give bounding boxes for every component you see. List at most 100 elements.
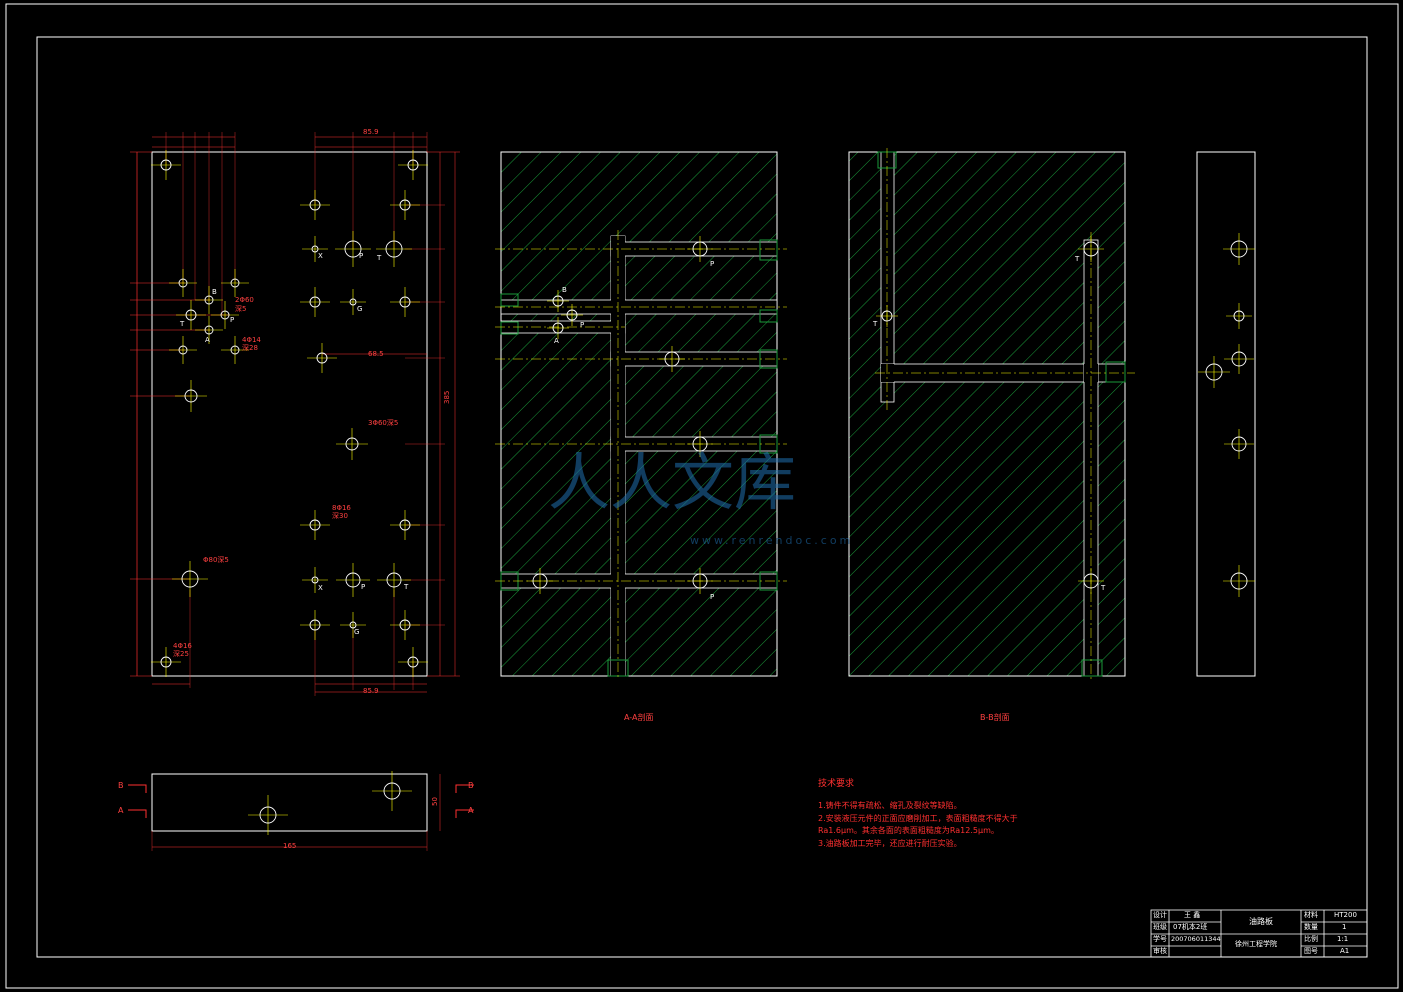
front-hole <box>160 159 172 171</box>
aa-port-p3: P <box>710 593 715 601</box>
aa-hole <box>532 573 548 589</box>
aa-port-a: A <box>554 337 559 345</box>
bottom-hole <box>383 782 401 800</box>
front-hole <box>178 278 188 288</box>
front-port-b: B <box>212 288 217 296</box>
callout-8phi16: 8Φ16 <box>332 504 351 512</box>
front-port-p1: P <box>230 316 235 324</box>
front-hole <box>309 296 321 308</box>
front-hole <box>345 437 359 451</box>
front-hole <box>349 621 357 629</box>
side-hole <box>1231 351 1247 367</box>
front-hole <box>407 159 419 171</box>
bottom-hole <box>259 806 277 824</box>
side-hole <box>1231 436 1247 452</box>
bb-hole <box>1083 573 1099 589</box>
section-bb <box>848 148 1135 680</box>
side-hole <box>1230 572 1248 590</box>
front-port-g1: G <box>357 305 363 313</box>
aa-hole <box>664 351 680 367</box>
front-port-t3: T <box>404 583 409 591</box>
front-port-t1: T <box>180 320 185 328</box>
bb-hole <box>1083 241 1099 257</box>
section-aa-title: A-A剖面 <box>624 713 654 722</box>
front-hole <box>230 345 240 355</box>
callout-2phi60: 2Φ60 <box>235 296 254 304</box>
front-port-t2: T <box>377 254 382 262</box>
callout-depth28: 深28 <box>242 344 258 352</box>
front-port-a: A <box>205 336 210 344</box>
bb-port-t1: T <box>1075 255 1080 263</box>
front-view <box>130 132 460 696</box>
side-view-holes <box>1198 233 1255 597</box>
front-hole <box>309 199 321 211</box>
tb-class-label: 班级 <box>1153 923 1167 931</box>
aa-hole <box>552 322 564 334</box>
tech-title: 技术要求 <box>818 779 855 789</box>
dim-right-bottom: 85.9 <box>363 687 379 695</box>
front-hole <box>316 352 328 364</box>
tb-sheet-value: A1 <box>1340 947 1350 955</box>
section-bb-holes <box>876 236 1104 594</box>
front-hole <box>386 572 402 588</box>
front-hole <box>185 309 197 321</box>
front-hole <box>311 576 319 584</box>
cut-marker-a-left: A <box>118 806 124 815</box>
tb-material-label: 材料 <box>1304 911 1318 919</box>
front-hole <box>178 345 188 355</box>
aa-hole <box>566 309 578 321</box>
tech-line-2: 2.安装液压元件的正面应磨削加工，表面粗糙度不得大于 <box>818 814 1018 823</box>
cut-marker-a-right: A <box>468 806 474 815</box>
tech-line-1: 1.铸件不得有疏松、缩孔及裂纹等缺陷。 <box>818 801 962 810</box>
front-port-x2: X <box>318 584 323 592</box>
front-hole <box>311 245 319 253</box>
callout-depth25: 深25 <box>173 650 189 658</box>
dim-bottom-height: 50 <box>431 797 439 806</box>
aa-hole <box>692 241 708 257</box>
bottom-view-holes <box>248 771 412 835</box>
tb-qty-label: 数量 <box>1304 923 1318 931</box>
section-aa <box>495 151 787 680</box>
front-hole <box>399 519 411 531</box>
front-hole <box>399 296 411 308</box>
tb-scale-label: 比例 <box>1304 935 1318 943</box>
aa-hole <box>552 295 564 307</box>
front-hole <box>407 656 419 668</box>
front-port-p3: P <box>361 583 366 591</box>
front-hole <box>220 310 230 320</box>
front-hole <box>399 619 411 631</box>
front-hole <box>230 278 240 288</box>
tb-id-label: 学号 <box>1153 935 1167 943</box>
tb-material-value: HT200 <box>1334 911 1357 919</box>
side-hole <box>1230 240 1248 258</box>
tech-line-3: Ra1.6μm。其余各面的表面粗糙度为Ra12.5μm。 <box>818 826 999 835</box>
front-port-p2: P <box>359 252 364 260</box>
tb-school: 徐州工程学院 <box>1235 940 1277 948</box>
tb-qty-value: 1 <box>1342 923 1347 931</box>
tech-line-4: 3.油路板加工完毕，还应进行耐压实验。 <box>818 839 962 848</box>
front-hole <box>204 325 214 335</box>
sheet-inner-border <box>36 36 1368 958</box>
front-hole <box>349 298 357 306</box>
section-bb-title: B-B剖面 <box>980 713 1010 722</box>
title-block <box>1150 909 1368 958</box>
watermark-url: www.renrendoc.com <box>690 534 854 547</box>
bb-hole <box>881 310 893 322</box>
front-hole <box>160 656 172 668</box>
tb-design-value: 王 鑫 <box>1184 911 1201 919</box>
aa-port-p2: P <box>580 321 585 329</box>
front-hole <box>309 619 321 631</box>
callout-depth30: 深30 <box>332 512 348 520</box>
aa-hole <box>692 436 708 452</box>
front-hole <box>345 572 361 588</box>
front-hole <box>309 519 321 531</box>
callout-4phi16: 4Φ16 <box>173 642 192 650</box>
tb-part-name: 油路板 <box>1249 917 1273 926</box>
cut-marker-b-right: B <box>468 781 474 790</box>
aa-port-p1: P <box>710 260 715 268</box>
aa-port-b: B <box>562 286 567 294</box>
tb-review-label: 审核 <box>1153 947 1167 955</box>
front-port-x1: X <box>318 252 323 260</box>
tb-sheet-label: 图号 <box>1304 947 1318 955</box>
